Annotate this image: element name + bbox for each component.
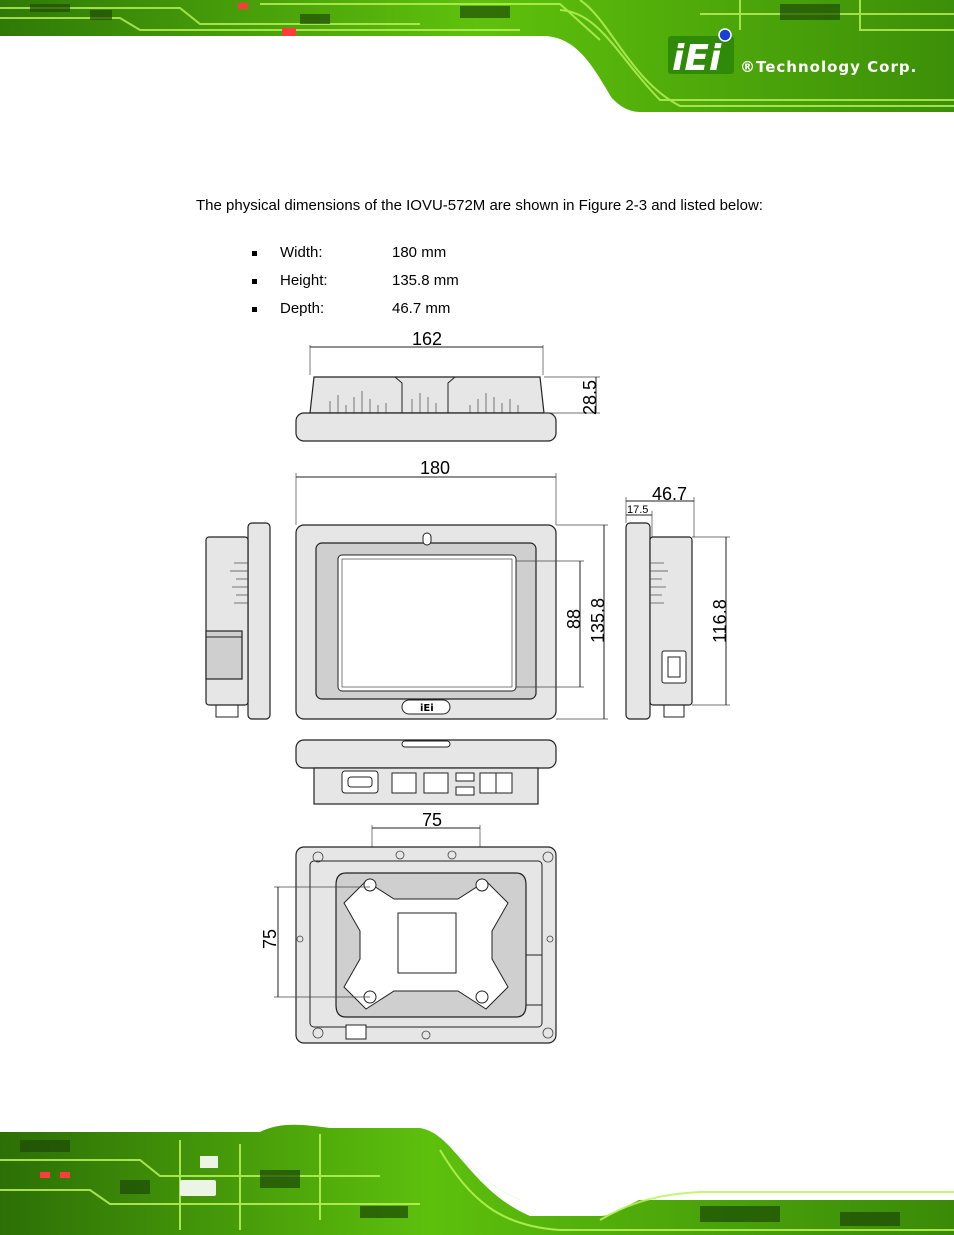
- brand-text: ®Technology Corp.: [740, 58, 917, 76]
- dim-front-height: 135.8: [588, 598, 608, 643]
- com-port-icon: [341, 770, 379, 794]
- lan-port-icon: [391, 772, 417, 794]
- dimension-drawing: 162 28.5 180 iEi: [205, 329, 730, 1044]
- lan-port-icon: [423, 772, 449, 794]
- dim-side-height: 116.8: [710, 599, 730, 643]
- front-view: 180 iEi 88 135.8: [295, 458, 608, 720]
- bottom-view: [295, 739, 557, 805]
- header-circuit-banner: iEi ®Technology Corp.: [0, 0, 954, 112]
- dim-screen-height: 88: [564, 609, 584, 629]
- connector-icon: [345, 1024, 367, 1040]
- top-view: 162 28.5: [295, 329, 600, 442]
- usb-port-icon: [455, 772, 475, 782]
- dim-vesa-v: 75: [260, 929, 280, 949]
- iei-logo-icon: iEi: [668, 28, 734, 79]
- dim-top-width: 162: [412, 329, 442, 349]
- dim-front-width: 180: [420, 458, 450, 478]
- intro-paragraph: The physical dimensions of the IOVU-572M…: [196, 197, 763, 214]
- dim-side-depth: 46.7: [652, 484, 687, 504]
- bullet-icon: [252, 251, 257, 256]
- spec-value: 135.8 mm: [392, 272, 459, 289]
- front-logo-text: iEi: [420, 703, 434, 714]
- left-side-view: [205, 522, 271, 720]
- usb-port-icon: [455, 786, 475, 796]
- right-side-view: 46.7 17.5 116.8: [625, 484, 730, 720]
- spec-value: 180 mm: [392, 244, 447, 261]
- spec-label: Depth:: [280, 300, 325, 317]
- power-switch-icon: [661, 650, 687, 684]
- spec-label: Height:: [280, 272, 328, 289]
- bullet-icon: [252, 279, 257, 284]
- dim-top-depth: 28.5: [580, 380, 600, 415]
- dim-vesa-h: 75: [422, 810, 442, 830]
- spec-label: Width:: [280, 244, 323, 261]
- dim-side-inner: 17.5: [627, 504, 648, 516]
- footer-circuit-banner: [0, 1120, 954, 1235]
- rear-view: 75 75: [260, 810, 557, 1044]
- svg-text:iEi: iEi: [672, 38, 722, 79]
- bullet-icon: [252, 307, 257, 312]
- spec-value: 46.7 mm: [392, 300, 451, 317]
